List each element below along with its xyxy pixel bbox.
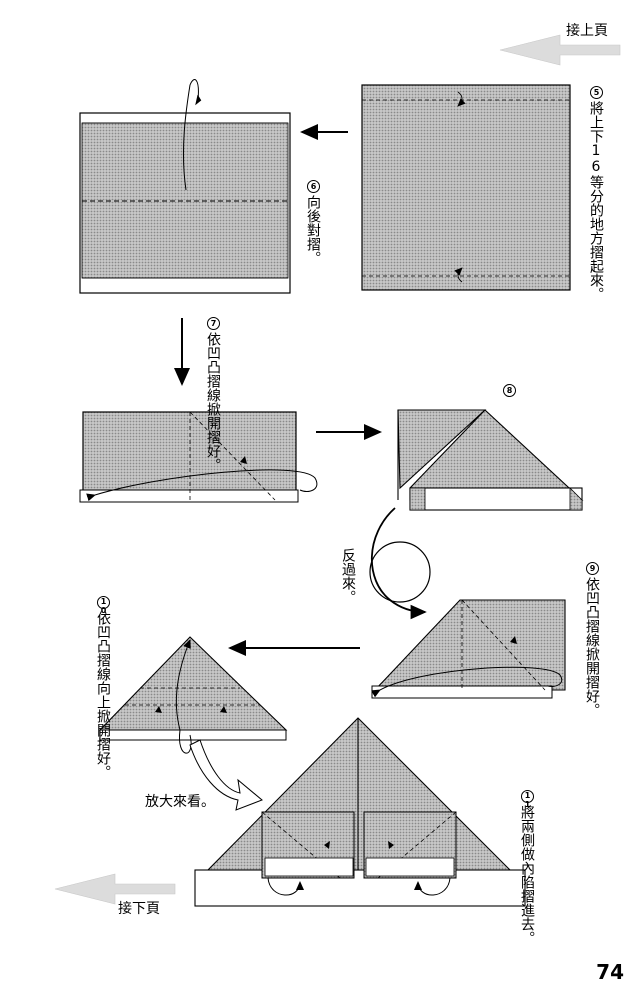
step-7-caption: 7 依凹凸摺線掀開摺好。 bbox=[205, 317, 221, 472]
page-number: 74 bbox=[596, 960, 624, 984]
step-10-diagram bbox=[98, 636, 288, 754]
zoom-in-arrow-icon bbox=[189, 739, 263, 811]
step-6-caption: 6 向後對摺。 bbox=[305, 180, 321, 265]
next-page-arrow-icon bbox=[54, 873, 176, 905]
step-8-caption: 8 bbox=[503, 382, 516, 399]
step-6-diagram bbox=[79, 79, 291, 294]
step-5-text: 將上下16等分的地方摺起來。 bbox=[588, 101, 604, 301]
step-5-diagram bbox=[361, 84, 571, 291]
flip-over-circle-icon bbox=[369, 541, 431, 603]
step-6-number: 6 bbox=[307, 180, 320, 193]
zoom-in-note: 放大來看。 bbox=[145, 794, 215, 810]
step-10-caption: 10依凹凸摺線向上掀開摺好。 bbox=[95, 596, 111, 779]
step-9-caption: 9 依凹凸摺線掀開摺好。 bbox=[584, 562, 600, 717]
step-5-number: 5 bbox=[590, 86, 603, 99]
step-10-text: 依凹凸摺線向上掀開摺好。 bbox=[95, 611, 111, 779]
step-6-text: 向後對摺。 bbox=[305, 195, 321, 265]
step-7-diagram bbox=[79, 411, 318, 503]
step-7-text: 依凹凸摺線掀開摺好。 bbox=[205, 332, 221, 472]
step-7-number: 7 bbox=[207, 317, 220, 330]
step-9-text: 依凹凸摺線掀開摺好。 bbox=[584, 577, 600, 717]
step-11-diagram bbox=[194, 717, 526, 907]
step-5-caption: 5 將上下16等分的地方摺起來。 bbox=[588, 86, 604, 301]
step-11-caption: 11將兩側做內陷摺進去。 bbox=[519, 790, 535, 945]
step-9-number: 9 bbox=[586, 562, 599, 575]
step-11-number: 11 bbox=[521, 790, 534, 809]
flip-over-note: 反過來。 bbox=[340, 548, 356, 604]
step-9-diagram bbox=[371, 599, 566, 699]
flip-over-arrow bbox=[370, 507, 427, 620]
prev-page-arrow-icon bbox=[499, 34, 621, 66]
prev-page-label: 接上頁 bbox=[566, 23, 608, 39]
step-11-text: 將兩側做內陷摺進去。 bbox=[519, 805, 535, 945]
step-8-number: 8 bbox=[503, 384, 516, 397]
step-10-number: 10 bbox=[97, 596, 110, 615]
step-8-diagram bbox=[397, 409, 584, 511]
next-page-label: 接下頁 bbox=[118, 901, 160, 917]
